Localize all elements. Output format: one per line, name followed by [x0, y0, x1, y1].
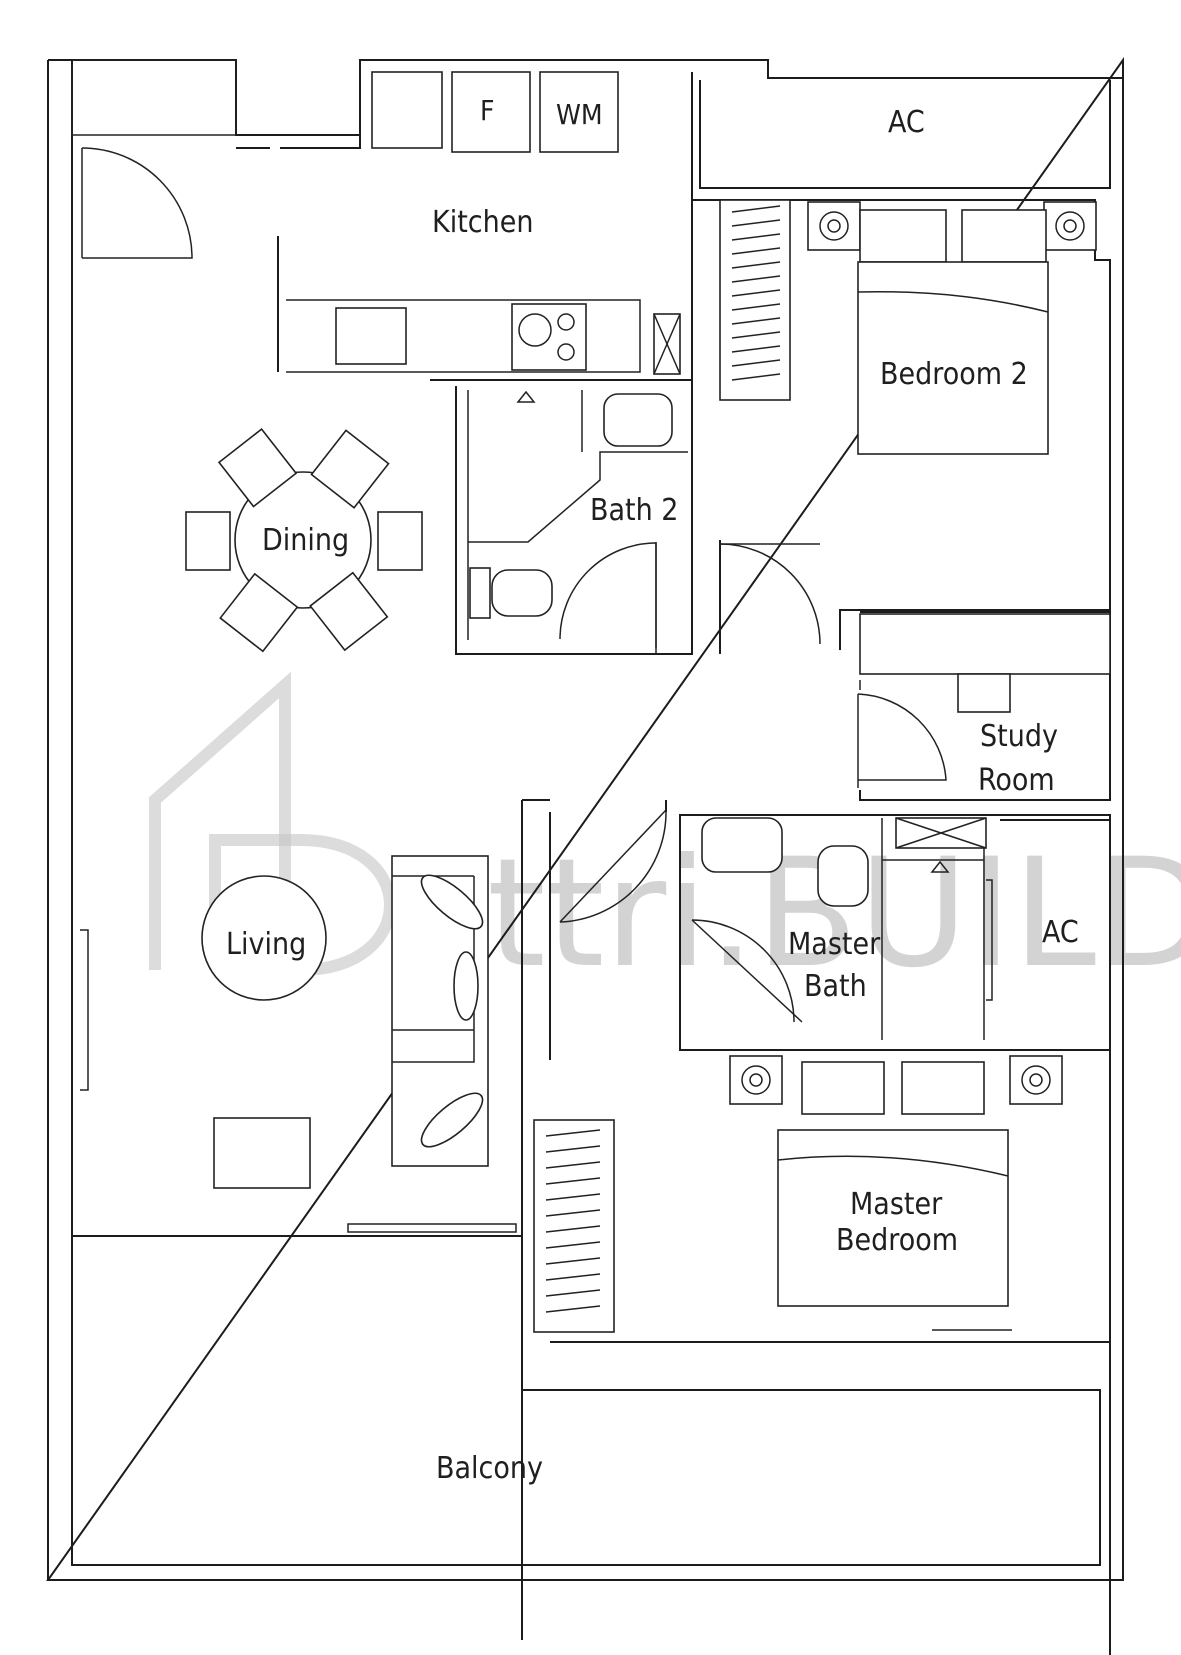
label-dining: Dining — [262, 523, 349, 558]
label-study-2: Room — [978, 763, 1055, 798]
watermark-text: attri.BUILD — [395, 827, 1181, 1001]
tv-console — [213, 1117, 311, 1189]
wardrobe-master — [533, 1119, 615, 1333]
label-ac-right: AC — [1042, 915, 1079, 950]
master-bath-toilet — [817, 845, 869, 907]
label-balcony: Balcony — [436, 1451, 543, 1486]
bedroom-2 — [692, 199, 1111, 650]
room-labels: Kitchen F WM AC Bedroom 2 Bath 2 Dining … — [226, 94, 1079, 1486]
master-bedroom — [533, 1049, 1111, 1655]
label-bath-2: Bath 2 — [590, 493, 678, 528]
door-master-corridor — [521, 799, 667, 1640]
bath-2-basin — [603, 393, 673, 447]
study-desk — [859, 613, 1111, 675]
pillow — [859, 209, 947, 263]
dining-set — [185, 427, 423, 653]
entry-door — [71, 59, 237, 259]
label-master-bath-1: Master — [788, 927, 881, 962]
label-master-bedroom-1: Master — [850, 1187, 943, 1222]
master-bath-basin — [701, 817, 783, 873]
label-living: Living — [226, 927, 306, 962]
study-room — [857, 611, 1111, 801]
dining-table — [234, 471, 372, 609]
washing-machine — [539, 71, 619, 153]
bed-bedroom-2 — [857, 261, 1049, 455]
door-bedroom-2 — [719, 540, 821, 654]
label-ac-top: AC — [888, 105, 925, 140]
master-bed — [777, 1129, 1009, 1307]
label-bedroom-2: Bedroom 2 — [880, 357, 1028, 392]
pillow — [901, 1061, 985, 1115]
living-area — [72, 855, 522, 1237]
label-kitchen: Kitchen — [432, 205, 533, 240]
bath-2 — [455, 380, 693, 655]
pillow — [961, 209, 1047, 263]
label-master-bath-2: Bath — [804, 969, 867, 1004]
label-study-1: Study — [980, 719, 1058, 754]
ac-ledge-top — [699, 80, 1111, 189]
bath-2-toilet — [491, 569, 553, 617]
label-washing-machine: WM — [556, 98, 603, 131]
balcony — [71, 1236, 1101, 1565]
master-bath — [679, 814, 1111, 1051]
wardrobe-bedroom-2 — [719, 199, 791, 401]
study-chair — [957, 673, 1011, 713]
living-coffee-table — [201, 875, 327, 1001]
label-fridge: F — [480, 94, 495, 127]
fridge — [451, 71, 531, 153]
label-master-bedroom-2: Bedroom — [836, 1223, 958, 1258]
pillow — [801, 1061, 885, 1115]
kitchen-sink — [335, 307, 407, 365]
watermark: attri.BUILD — [149, 671, 1181, 1001]
